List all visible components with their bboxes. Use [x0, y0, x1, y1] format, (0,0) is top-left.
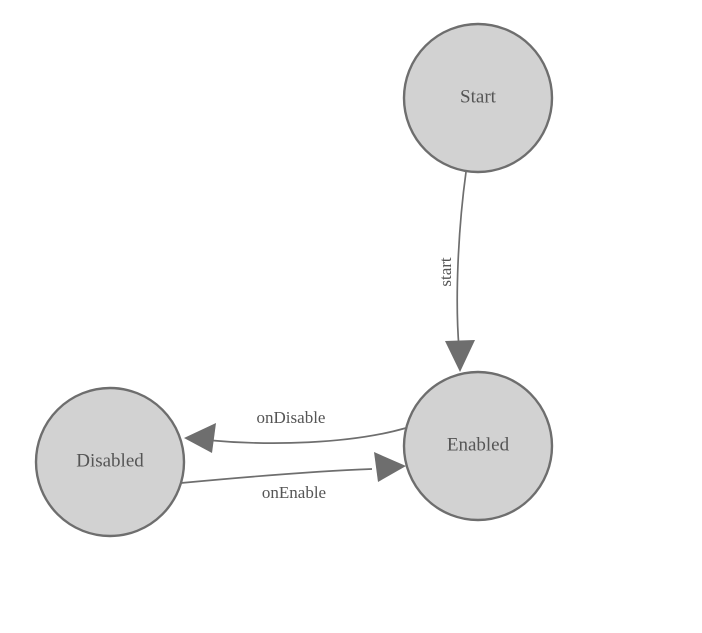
transition-disabled-to-enabled[interactable]: onEnable [180, 452, 406, 502]
transition-disabled-to-enabled-path [180, 468, 373, 484]
transition-enabled-to-disabled-arrowhead [184, 423, 216, 453]
state-node-disabled-label: Disabled [76, 450, 144, 471]
transition-enabled-to-disabled-label: onDisable [257, 408, 326, 427]
state-node-enabled[interactable]: Enabled [402, 370, 554, 522]
transition-disabled-to-enabled-arrowhead [374, 452, 406, 482]
state-node-disabled[interactable]: Disabled [34, 386, 186, 538]
transition-start-to-enabled-path [456, 171, 467, 349]
state-node-start-label: Start [460, 86, 497, 107]
transition-enabled-to-disabled[interactable]: onDisable [184, 408, 407, 453]
transition-start-to-enabled-arrowhead [445, 340, 475, 372]
state-node-start-circle [402, 22, 554, 174]
transition-disabled-to-enabled-label: onEnable [262, 483, 326, 502]
transition-start-to-enabled[interactable]: start [436, 171, 475, 372]
state-node-enabled-label: Enabled [447, 434, 510, 455]
state-node-disabled-circle [34, 386, 186, 538]
transition-start-to-enabled-label: start [436, 257, 455, 287]
transition-enabled-to-disabled-path [205, 427, 407, 444]
state-node-start[interactable]: Start [402, 22, 554, 174]
state-node-enabled-circle [402, 370, 554, 522]
